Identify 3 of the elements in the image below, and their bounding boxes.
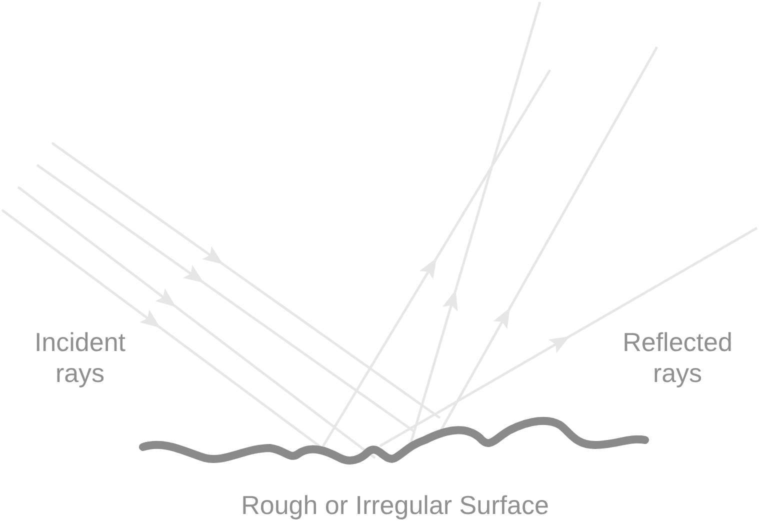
surface-caption: Rough or Irregular Surface [240, 490, 550, 521]
ray-label: Reflected rays [622, 327, 734, 389]
ray-label: Incident rays [33, 327, 127, 389]
